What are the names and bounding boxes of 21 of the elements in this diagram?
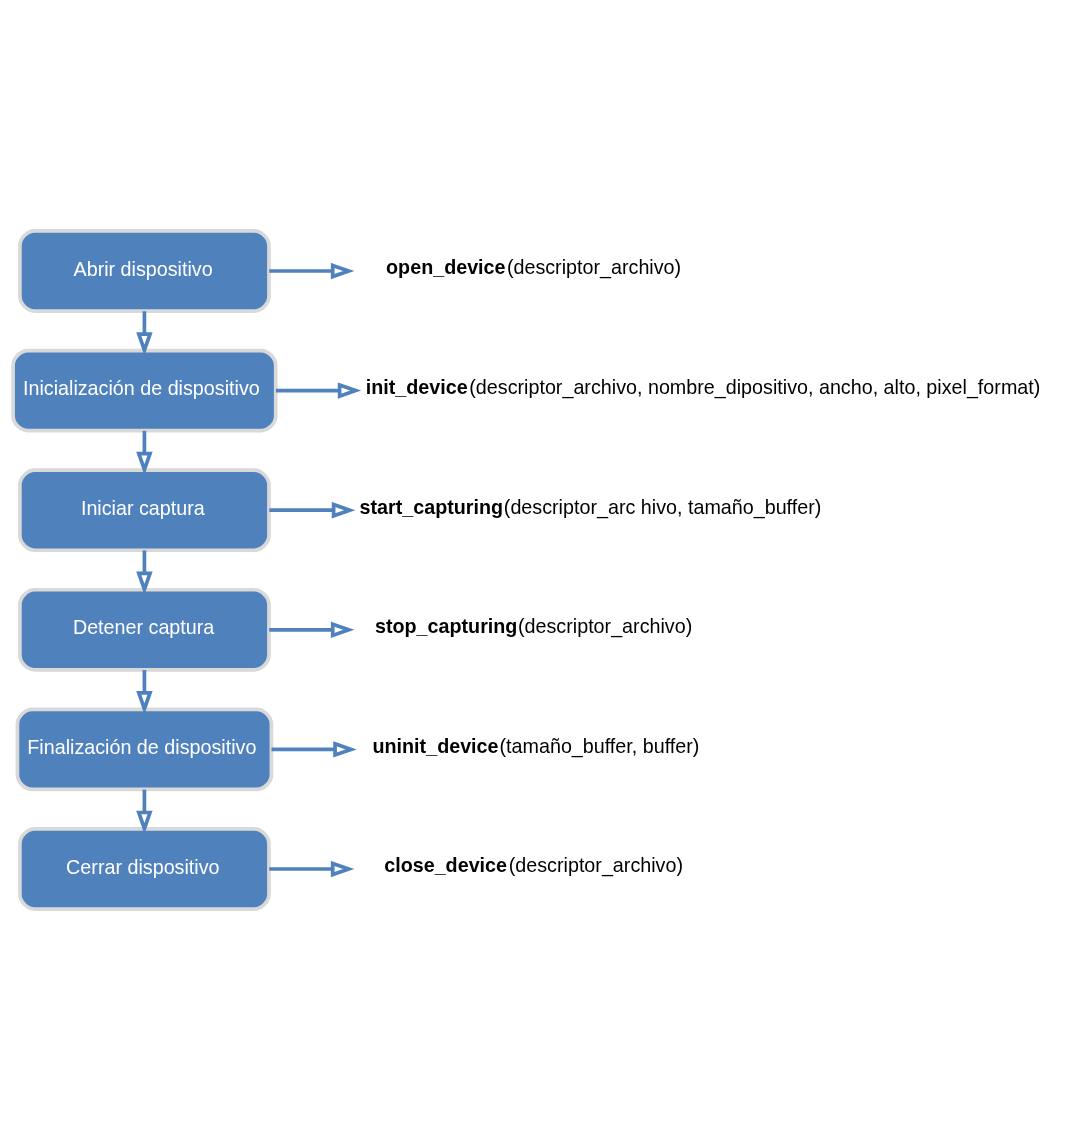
node-text: init_device(descriptor_archivo, nombre_dipositivo, ancho, alto, pixel_format) <box>365 376 1041 399</box>
arrow <box>136 311 153 356</box>
node-text: close_device(descriptor_archivo) <box>384 854 684 877</box>
node-text: uninit_device(tamaño_buffer, buffer) <box>372 734 700 757</box>
arrow <box>269 621 355 638</box>
node-text: start_capturing(descriptor_arc hivo, tamaño_buffer) <box>359 495 822 518</box>
node-box: Cerrar dispositivo <box>18 827 271 911</box>
arrow <box>136 670 153 715</box>
node-box: Iniciar captura <box>18 468 271 553</box>
node-box: Abrir dispositivo <box>18 229 271 313</box>
arrow <box>269 502 356 519</box>
node-box: Finalización de dispositivo <box>15 707 274 792</box>
arrow <box>269 262 355 280</box>
node-text: open_device(descriptor_archivo) <box>386 256 682 279</box>
arrow <box>136 550 153 595</box>
node-box: Detener captura <box>18 587 271 672</box>
node-text: stop_capturing(descriptor_archivo) <box>374 615 693 638</box>
arrow <box>269 860 355 878</box>
node-box: Inicialización de dispositivo <box>11 348 278 433</box>
arrow <box>275 382 362 399</box>
arrow <box>271 741 357 758</box>
